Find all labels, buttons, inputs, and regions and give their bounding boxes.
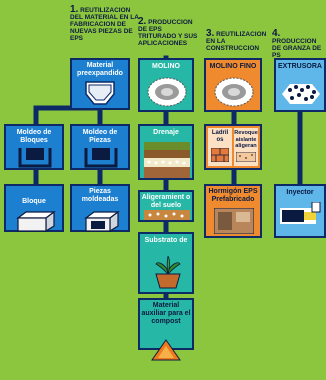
column-1-heading: 1. REUTILIZACION DEL MATERIAL EN LA FABR…: [70, 4, 140, 43]
box-bloque-label: Bloque: [22, 198, 46, 205]
extruder-icon: [282, 84, 320, 104]
box-moldeo-piezas: Moldeo de Piezas: [70, 124, 130, 170]
molded-piece-icon: [84, 210, 120, 232]
box-molino-fino: MOLINO FINO: [204, 58, 262, 112]
revoque-panel: Revoque aislante aligeran: [234, 128, 258, 166]
box-aligeramiento-label: Aligeramient o del suelo: [141, 194, 191, 209]
ladrillos-label: Ladril os: [211, 130, 229, 143]
box-molino-fino-label: MOLINO FINO: [209, 63, 257, 70]
box-hormigon-label: Hormigón EPS Prefabricado: [208, 188, 258, 203]
hopper-icon: [85, 81, 115, 105]
block-icon: [16, 210, 56, 232]
box-molino: MOLINO: [138, 58, 194, 112]
box-inyector-label: Inyector: [286, 189, 314, 196]
column-3-heading: 3. REUTILIZACION EN LA CONSTRUCCION: [206, 28, 268, 53]
box-hormigon: Hormigón EPS Prefabricado: [204, 184, 262, 238]
compost-pile-icon: [151, 339, 181, 361]
revoque-label: Revoque aislante aligeran: [234, 130, 258, 149]
column-3-title: REUTILIZACION EN LA CONSTRUCCION: [206, 31, 267, 52]
column-4-number: 4.: [272, 28, 281, 39]
box-construccion-materiales: Ladril os Revoque aislante aligeran: [204, 124, 262, 170]
box-bloque: Bloque: [4, 184, 64, 232]
box-material-label: Material preexpandido: [77, 62, 123, 77]
column-1-number: 1.: [70, 4, 79, 15]
box-inyector: Inyector: [274, 184, 326, 238]
box-substrato: Substrato de: [138, 232, 194, 294]
column-4-title: PRODUCCION DE GRANZA DE PS: [272, 38, 322, 59]
box-moldeo-piezas-label: Moldeo de Piezas: [82, 129, 118, 144]
mold-icon: [18, 148, 52, 168]
box-piezas-moldeadas: Piezas moldeadas: [70, 184, 130, 232]
column-2-title: PRODUCCION DE EPS TRITURADO Y SUS APLICA…: [138, 19, 198, 47]
column-3-number: 3.: [206, 28, 215, 39]
plaster-icon: [236, 152, 256, 162]
box-substrato-label: Substrato de: [144, 237, 188, 244]
mold-icon: [84, 148, 118, 168]
soil-icon: [144, 210, 190, 220]
mill-icon: [147, 77, 187, 107]
column-1-title: REUTILIZACION DEL MATERIAL EN LA FABRICA…: [70, 7, 139, 42]
brick-icon: [211, 148, 229, 162]
box-moldeo-bloques: Moldeo de Bloques: [4, 124, 64, 170]
plant-pot-icon: [155, 256, 181, 289]
column-2-number: 2.: [138, 16, 147, 27]
box-piezas-moldeadas-label: Piezas moldeadas: [81, 188, 119, 203]
box-material-auxiliar-label: Material auxiliar para el compost: [141, 302, 191, 325]
fine-mill-icon: [214, 77, 254, 107]
column-4-heading: 4. PRODUCCION DE GRANZA DE PS: [272, 28, 326, 60]
concrete-wall-icon: [214, 208, 254, 234]
box-extrusora: EXTRUSORA: [274, 58, 326, 112]
box-material-preexpandido: Material preexpandido: [70, 58, 130, 110]
box-molino-label: MOLINO: [152, 63, 180, 70]
box-aligeramiento: Aligeramient o del suelo: [138, 190, 194, 222]
box-moldeo-bloques-label: Moldeo de Bloques: [16, 129, 52, 144]
column-2-heading: 2. PRODUCCION DE EPS TRITURADO Y SUS APL…: [138, 16, 200, 48]
box-extrusora-label: EXTRUSORA: [278, 63, 322, 70]
soil-layers-icon: [144, 142, 190, 178]
box-drenaje: Drenaje: [138, 124, 194, 180]
box-drenaje-label: Drenaje: [153, 129, 179, 136]
ladrillos-panel: Ladril os: [208, 128, 232, 166]
injector-icon: [280, 202, 321, 224]
